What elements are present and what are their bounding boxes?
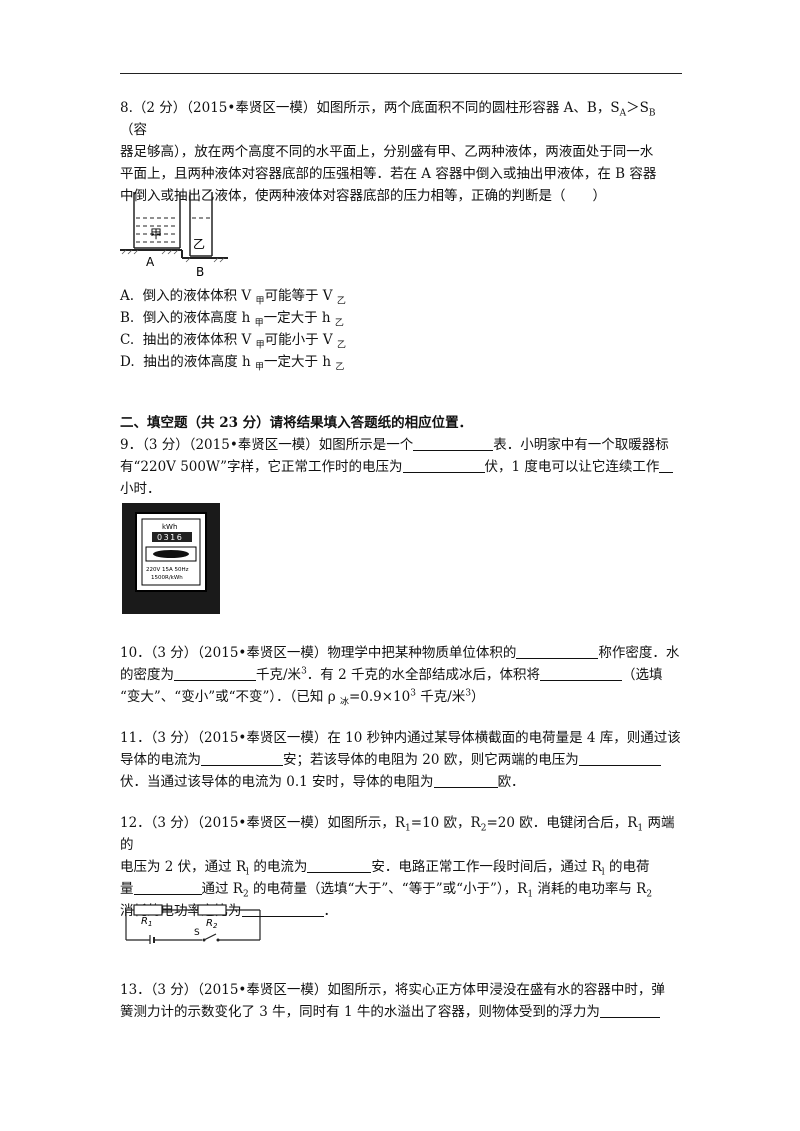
meter-digits: 0316 [157, 533, 183, 542]
question-13: 13．（3 分）（2015•奉贤区一模）如图所示，将实心正方体甲浸没在盛有水的容… [120, 982, 665, 1020]
electric-meter-figure: kWh 0316 220V 15A 50Hz 1500R/kWh [122, 503, 220, 614]
option-b[interactable]: B. 倒入的液体高度 h 甲一定大于 h 乙 [120, 310, 344, 329]
q8-line-2: 器足够高），放在两个高度不同的水平面上，分别盛有甲、乙两种液体，两液面处于同一水 [120, 144, 654, 160]
q10-blank-1[interactable] [516, 644, 599, 659]
option-a[interactable]: A. 倒入的液体体积 V 甲可能等于 V 乙 [120, 288, 346, 307]
container-b-label: B [196, 265, 204, 279]
q9-blank-1[interactable] [413, 436, 494, 451]
section-2-title: 二、填空题（共 23 分）请将结果填入答题纸的相应位置． [120, 415, 473, 431]
liquid-b-label: 乙 [193, 237, 205, 251]
question-10: 10．（3 分）（2015•奉贤区一模）物理学中把某种物质单位体积的称作密度．水… [120, 644, 680, 708]
q12-blank-2[interactable] [133, 880, 202, 895]
meter-rate: 1500R/kWh [151, 575, 183, 581]
r1-label: R1 [141, 916, 152, 928]
q12-blank-1[interactable] [307, 858, 372, 873]
liquid-a-label: 甲 [150, 227, 162, 241]
q12-blank-3[interactable] [241, 902, 324, 917]
q8-line-3: 平面上，且两种液体对容器底部的压强相等．若在 A 容器中倒入或抽出甲液体，在 B… [120, 166, 657, 182]
question-9: 9．（3 分）（2015•奉贤区一模）如图所示是一个表．小明家中有一个取暖器标 … [120, 434, 682, 500]
meter-spec: 220V 15A 50Hz [146, 567, 189, 573]
containers-figure: 甲 乙 A B [120, 192, 228, 279]
q10-blank-3[interactable] [539, 666, 622, 681]
q8-line-4: 中倒入或抽出乙液体，使两种液体对容器底部的压力相等，正确的判断是（ ） [120, 188, 606, 204]
question-11: 11．（3 分）（2015•奉贤区一模）在 10 秒钟内通过某导体横截面的电荷量… [120, 730, 681, 790]
switch-label: S [194, 928, 200, 938]
q9-blank-2[interactable] [402, 458, 485, 473]
q13-blank-1[interactable] [599, 1003, 660, 1018]
header-rule [120, 73, 682, 74]
meter-unit: kWh [162, 523, 177, 531]
q8-line-1: 8.（2 分）（2015•奉贤区一模）如图所示，两个底面积不同的圆柱形容器 A、… [120, 100, 656, 138]
question-8: 8.（2 分）（2015•奉贤区一模）如图所示，两个底面积不同的圆柱形容器 A、… [120, 97, 682, 207]
option-c[interactable]: C. 抽出的液体体积 V 甲可能小于 V 乙 [120, 332, 346, 351]
q11-blank-3[interactable] [433, 773, 498, 788]
q11-blank-1[interactable] [201, 751, 283, 766]
circuit-figure: R1 R2 S [125, 904, 261, 944]
r2-label: R2 [206, 918, 218, 930]
option-d[interactable]: D. 抽出的液体高度 h 甲一定大于 h 乙 [120, 354, 345, 373]
container-a-label: A [146, 255, 155, 269]
q10-blank-2[interactable] [174, 666, 256, 681]
q11-blank-2[interactable] [578, 751, 661, 766]
q9-blank-3[interactable] [659, 458, 674, 473]
